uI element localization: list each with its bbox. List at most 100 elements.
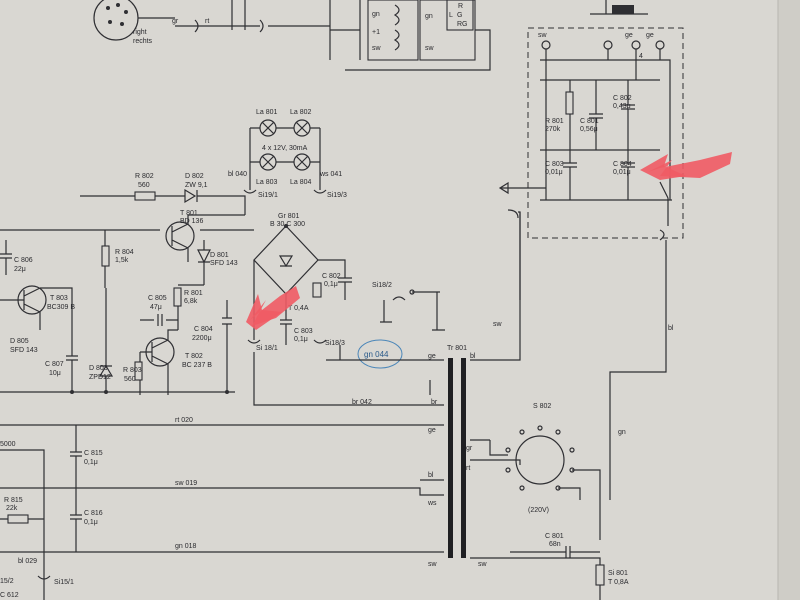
resistor-r804	[101, 245, 110, 267]
value-c803-top: 0,01μ	[545, 169, 563, 176]
label-gn-right: gn	[618, 429, 626, 436]
label-c804-elec: C 804	[194, 326, 213, 333]
label-d803: D 803	[89, 365, 108, 372]
label-right: right	[133, 29, 147, 36]
label-t801: T 801	[180, 210, 198, 217]
label-ws041: ws 041	[319, 171, 342, 178]
label-bl-bus: bl	[428, 472, 434, 479]
label-gn044: gn 044	[364, 350, 389, 359]
din-connector	[93, 0, 139, 41]
value-c805: 47μ	[150, 304, 162, 311]
label-c806: C 806	[14, 257, 33, 264]
fuse-si801	[595, 564, 605, 586]
label-bl029: bl 029	[18, 558, 37, 565]
red-arrow-top	[640, 152, 732, 180]
value-c807: 10μ	[49, 370, 61, 377]
label-si19-1: Si19/1	[258, 192, 278, 199]
label-si18-1: Si 18/1	[256, 345, 278, 352]
label-220v: (220V)	[528, 507, 549, 514]
transistor-t801	[165, 221, 195, 251]
value-c801-top: 0,56μ	[580, 126, 598, 133]
label-gn-a: gn	[372, 11, 380, 18]
label-sw-sec: sw	[478, 561, 488, 568]
label-c803-mid: C 803	[294, 328, 313, 335]
label-gn-b: gn	[425, 13, 433, 20]
label-5000: 5000	[0, 441, 16, 448]
value-c801-bottom: 68n	[549, 541, 561, 548]
label-ge-box: ge	[625, 32, 633, 39]
resistor-r802	[134, 191, 156, 201]
label-sw-vert: sw	[493, 321, 503, 328]
value-c815: 0,1μ	[84, 459, 98, 466]
label-c807: C 807	[45, 361, 64, 368]
label-si15-1: Si15/1	[54, 579, 74, 586]
bridge-rectifier	[253, 225, 319, 295]
label-s802: S 802	[533, 403, 551, 410]
value-t803: BC309 B	[47, 304, 75, 311]
label-c802-mid: C 802	[322, 273, 341, 280]
value-r801: 6,8k	[184, 298, 198, 305]
label-gr-top: gr	[172, 18, 179, 25]
label-ge-primary: ge	[428, 353, 436, 360]
label-t803: T 803	[50, 295, 68, 302]
resistor-r803	[134, 361, 143, 381]
voltage-selector-s802[interactable]	[515, 435, 565, 485]
label-r804: R 804	[115, 249, 134, 256]
label-sw-b: sw	[425, 45, 435, 52]
transformer-core-b	[461, 358, 466, 558]
label-rt020: rt 020	[175, 417, 193, 424]
label-fuse: T 0,4A	[288, 305, 309, 312]
value-c806: 22μ	[14, 266, 26, 273]
label-l: L	[449, 12, 453, 19]
label-plus1: +1	[372, 29, 380, 36]
label-sw-box: sw	[538, 32, 548, 39]
page-binding	[778, 0, 800, 600]
label-lamp-spec: 4 x 12V, 30mA	[262, 145, 308, 152]
label-sw019: sw 019	[175, 480, 197, 487]
value-d802: ZW 9,1	[185, 182, 208, 189]
label-c612: C 612	[0, 592, 19, 599]
label-si18-2: Si18/2	[372, 282, 392, 289]
top-component	[612, 5, 634, 14]
label-la802: La 802	[290, 109, 312, 116]
label-tr801: Tr 801	[447, 345, 467, 352]
label-sw-bus: sw	[428, 561, 438, 568]
label-d805: D 805	[10, 338, 29, 345]
label-r802: R 802	[135, 173, 154, 180]
value-t801: BD 136	[180, 218, 203, 225]
value-si801: T 0,8A	[608, 579, 629, 586]
value-r801-top: 270k	[545, 126, 561, 133]
label-c801-top: C 801	[580, 118, 599, 125]
label-r815: R 815	[4, 497, 23, 504]
label-la803: La 803	[256, 179, 278, 186]
label-ws-bus: ws	[427, 500, 437, 507]
label-c801-bottom: C 801	[545, 533, 564, 540]
value-r802: 560	[138, 182, 150, 189]
label-gr-sec: gr	[466, 445, 473, 452]
label-r801-top: R 801	[545, 118, 564, 125]
label-c803-top: C 803	[545, 161, 564, 168]
label-gr801: Gr 801	[278, 213, 300, 220]
tone-network-box	[527, 27, 684, 239]
value-c802-top: 0,43μ	[613, 103, 631, 110]
label-c815: C 815	[84, 450, 103, 457]
label-r: R	[458, 3, 463, 10]
label-bl040: bl 040	[228, 171, 247, 178]
value-r815: 22k	[6, 505, 18, 512]
label-si19-3: Si19/3	[327, 192, 347, 199]
label-rg: RG	[457, 21, 468, 28]
label-d801: D 801	[210, 252, 229, 259]
label-rechts: rechts	[133, 38, 153, 45]
label-c802-top: C 802	[613, 95, 632, 102]
label-gn018: gn 018	[175, 543, 197, 550]
resistor-r801	[173, 287, 182, 307]
diode-d802	[184, 188, 246, 215]
value-d803: ZPD12	[89, 374, 111, 381]
label-ge-box2: ge	[646, 32, 654, 39]
value-d805: SFD 143	[10, 347, 38, 354]
label-si18-3: Si18/3	[325, 340, 345, 347]
label-r801: R 801	[184, 290, 203, 297]
value-t802: BC 237 B	[182, 362, 212, 369]
